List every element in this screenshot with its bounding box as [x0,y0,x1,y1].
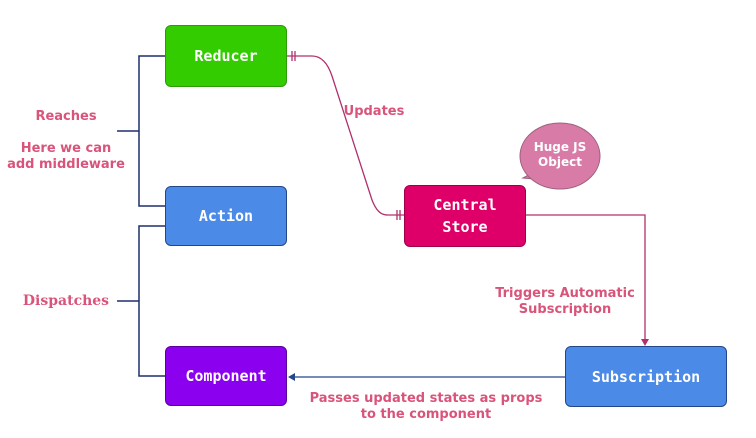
passes-arrowhead [288,373,295,381]
updates-connector [287,55,404,216]
reaches-label: Reaches [35,109,97,124]
updates-label: Updates [343,104,405,119]
middleware-label: Here we can add middleware [7,141,125,172]
action-node[interactable]: Action [165,186,287,246]
callout-bubble [519,122,601,190]
trigger-connector [526,214,646,340]
triggers-label: Triggers Automatic Subscription [495,286,635,317]
callout-text: Huge JS Object [533,140,587,169]
erd-bar-markers [291,51,401,220]
reaches-bracket [117,55,165,207]
component-node[interactable]: Component [165,346,287,406]
trigger-arrowhead [641,339,649,346]
dispatches-label: Dispatches [22,293,110,309]
passes-label: Passes updated states as props to the co… [309,391,543,422]
subscription-node[interactable]: Subscription [565,346,727,407]
central-store-node[interactable]: Central Store [404,185,526,247]
dispatches-bracket [117,225,165,377]
reducer-node[interactable]: Reducer [165,25,287,87]
